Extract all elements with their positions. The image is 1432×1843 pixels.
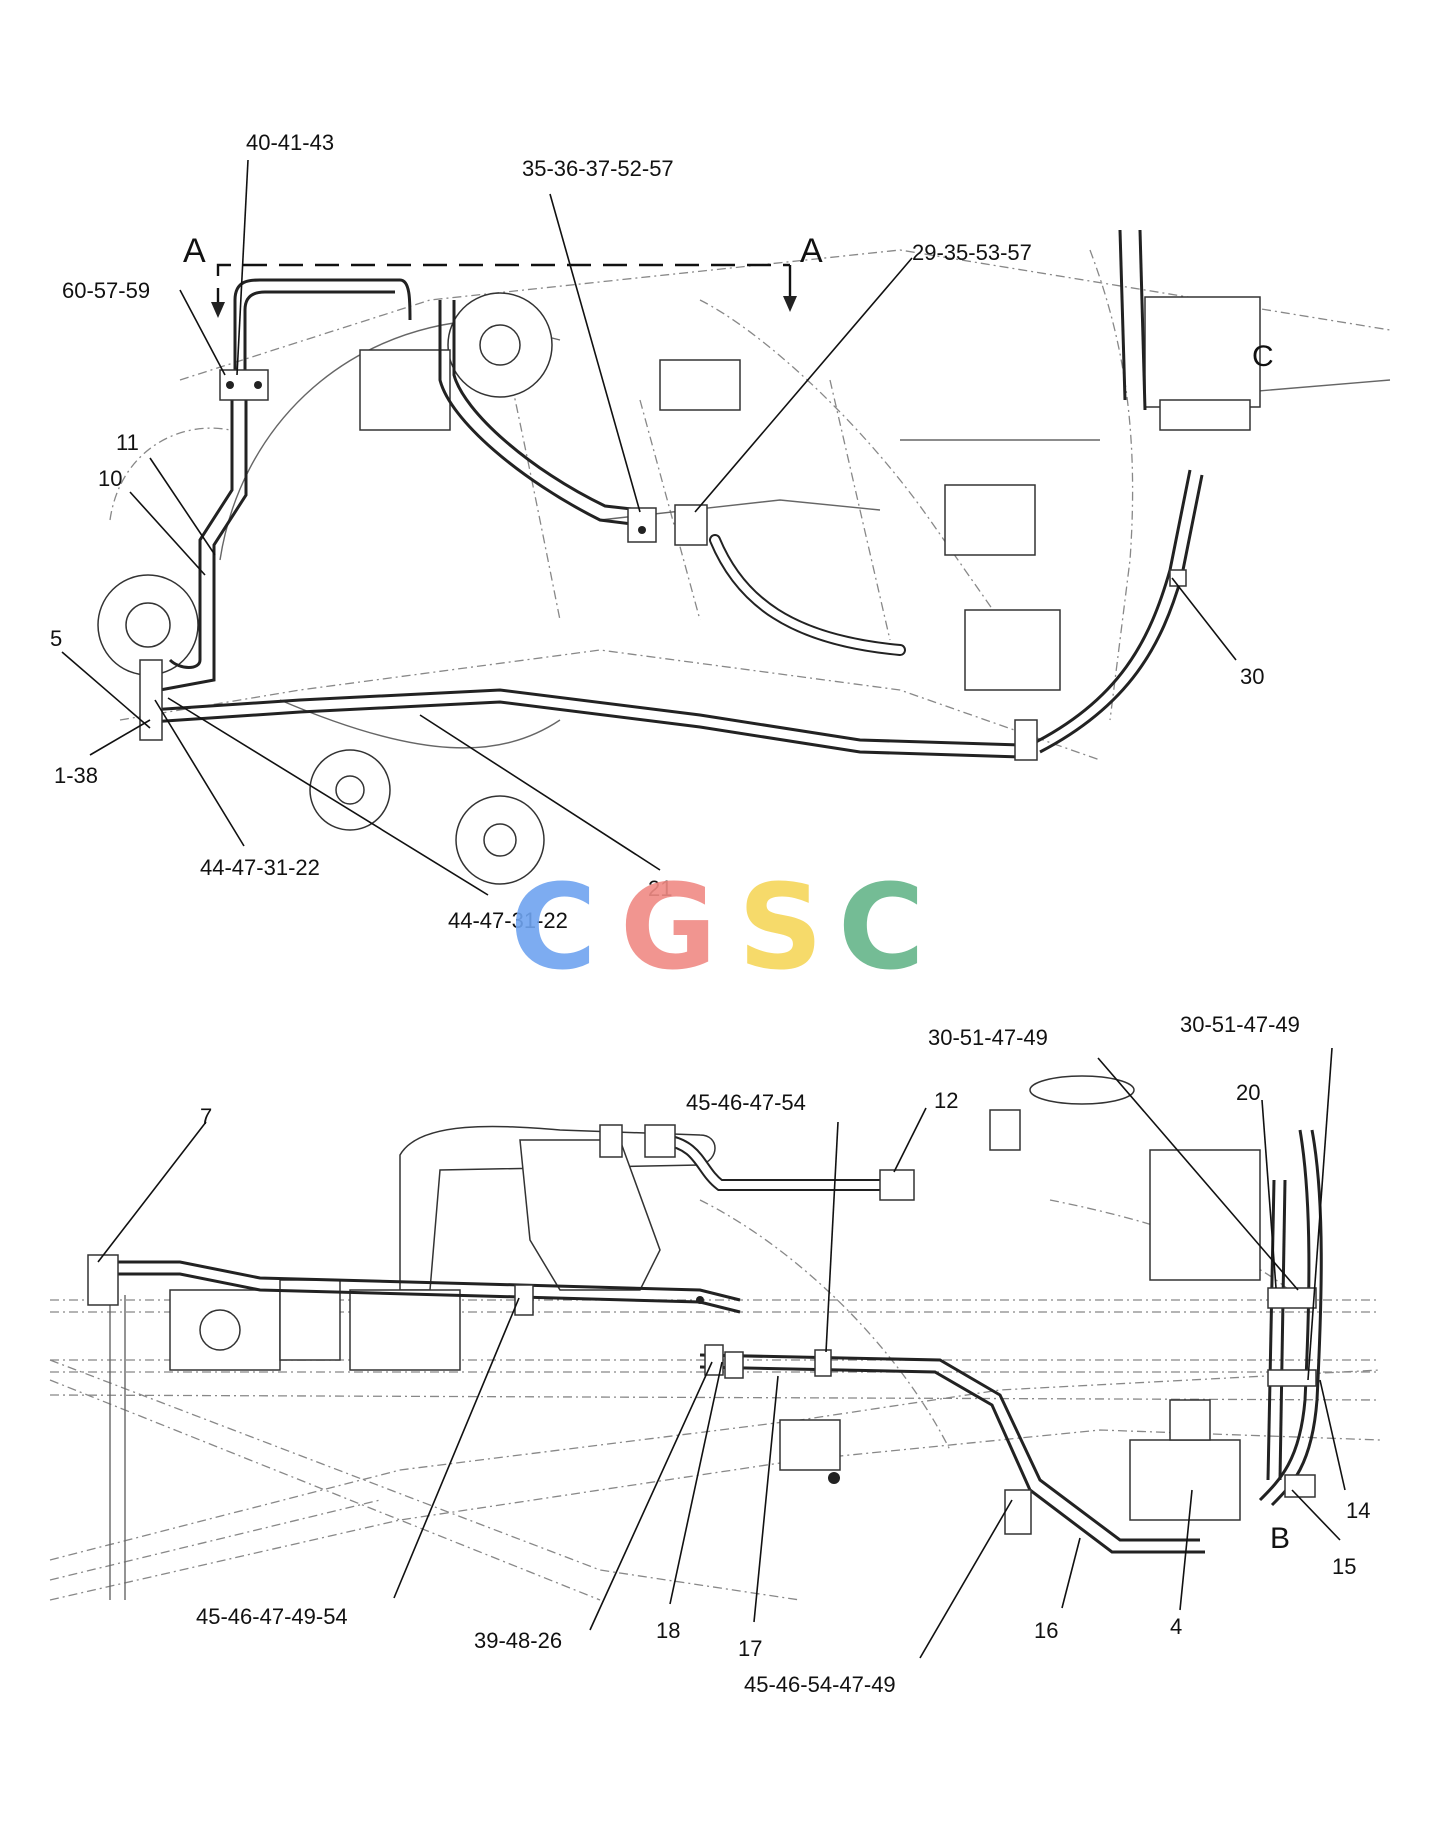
bottom-view-leaders [97, 1047, 1346, 1659]
callout-45-46-47-49-54: 45-46-47-49-54 [196, 1604, 348, 1629]
detail-marker-c: C [1252, 340, 1274, 373]
callout-44-47-31-22-left: 44-47-31-22 [200, 855, 320, 880]
callout-45-46-54-47-49: 45-46-54-47-49 [744, 1672, 896, 1697]
callout-21: 21 [648, 876, 672, 901]
callout-16: 16 [1034, 1618, 1058, 1643]
section-marker-a-right: A [800, 232, 823, 270]
callout-29-35-53-57: 29-35-53-57 [912, 240, 1032, 265]
callout-1-38: 1-38 [54, 763, 98, 788]
callout-17: 17 [738, 1636, 762, 1661]
callout-7: 7 [200, 1104, 212, 1129]
callout-40-41-43: 40-41-43 [246, 130, 334, 155]
watermark-letter-g: G [620, 858, 717, 996]
cgsc-watermark: C G S C [510, 858, 925, 996]
top-view-drawing [97, 229, 1391, 885]
callout-18: 18 [656, 1618, 680, 1643]
callout-45-46-47-54: 45-46-47-54 [686, 1090, 806, 1115]
callout-30-51-47-49-right: 30-51-47-49 [1180, 1012, 1300, 1037]
callout-35-36-37-52-57: 35-36-37-52-57 [522, 156, 674, 181]
callout-39-48-26: 39-48-26 [474, 1628, 562, 1653]
callout-30: 30 [1240, 664, 1264, 689]
callout-10: 10 [98, 466, 122, 491]
detail-marker-b: B [1270, 1522, 1290, 1555]
callout-20: 20 [1236, 1080, 1260, 1105]
callout-4: 4 [1170, 1614, 1182, 1639]
callout-11: 11 [116, 430, 139, 455]
watermark-letter-c2: C [838, 858, 925, 996]
watermark-letter-s: S [738, 858, 823, 996]
callout-44-47-31-22-right: 44-47-31-22 [448, 908, 568, 933]
callout-15: 15 [1332, 1554, 1356, 1579]
callout-60-57-59: 60-57-59 [62, 278, 150, 303]
watermark-letter-c1: C [510, 858, 597, 996]
callout-5: 5 [50, 626, 62, 651]
section-marker-a-left: A [183, 232, 206, 270]
callout-30-51-47-49-left: 30-51-47-49 [928, 1025, 1048, 1050]
callout-12: 12 [934, 1088, 958, 1113]
bottom-view-drawing [49, 1075, 1381, 1601]
callout-14: 14 [1346, 1498, 1370, 1523]
top-view-leaders [61, 159, 1237, 896]
